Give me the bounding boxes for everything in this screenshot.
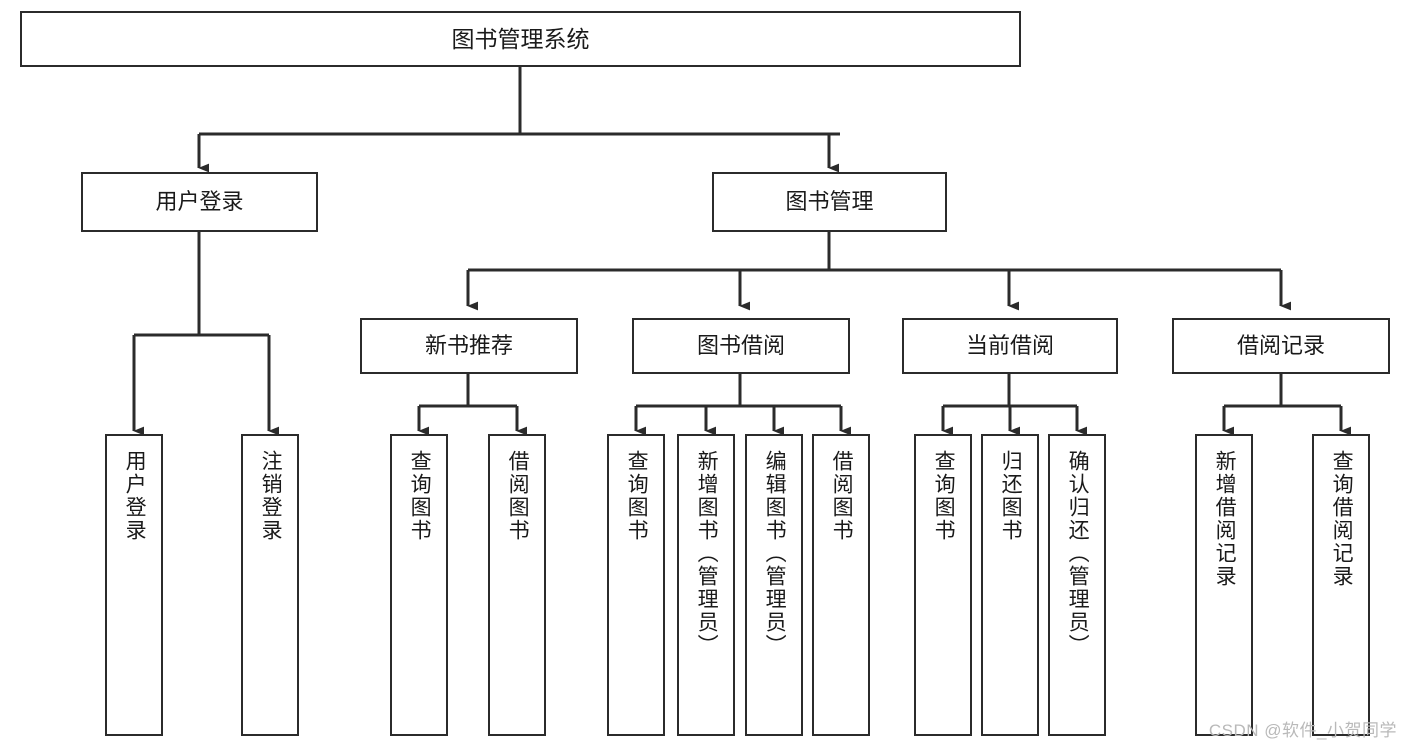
node-label: 新增图书（管理员） [695,450,719,657]
node-current-borrowing[interactable]: 当前借阅 [902,318,1118,374]
node-label: 查询图书 [932,450,956,542]
node-book-management[interactable]: 图书管理 [712,172,947,232]
node-borrowing-record[interactable]: 借阅记录 [1172,318,1390,374]
node-label: 查询图书 [625,450,649,542]
node-label: 借阅图书 [506,450,530,542]
leaf-current-borrow-return-book[interactable]: 归还图书 [981,434,1039,736]
node-label: 新增借阅记录 [1213,450,1237,588]
leaf-user-login-login[interactable]: 用户登录 [105,434,163,736]
leaf-book-borrow-add-book-admin[interactable]: 新增图书（管理员） [677,434,735,736]
node-label: 编辑图书（管理员） [763,450,787,657]
node-label: 归还图书 [999,450,1023,542]
node-label: 借阅记录 [1236,333,1325,359]
leaf-new-book-borrow-book[interactable]: 借阅图书 [488,434,546,736]
node-label: 图书借阅 [696,333,785,359]
node-label: 借阅图书 [830,450,854,542]
node-label: 注销登录 [259,450,283,542]
leaf-book-borrow-edit-book-admin[interactable]: 编辑图书（管理员） [745,434,803,736]
leaf-book-borrow-borrow-book[interactable]: 借阅图书 [812,434,870,736]
leaf-borrow-record-query-record[interactable]: 查询借阅记录 [1312,434,1370,736]
leaf-book-borrow-query-book[interactable]: 查询图书 [607,434,665,736]
node-new-book-recommendation[interactable]: 新书推荐 [360,318,578,374]
node-root-book-management-system[interactable]: 图书管理系统 [20,11,1021,67]
node-label: 新书推荐 [424,333,513,359]
csdn-watermark: CSDN @软件_小贺同学 [1208,721,1397,740]
node-user-login[interactable]: 用户登录 [81,172,318,232]
node-label: 确认归还（管理员） [1066,450,1090,657]
node-label: 查询图书 [408,450,432,542]
node-label: 图书管理 [785,189,874,215]
node-book-borrowing[interactable]: 图书借阅 [632,318,850,374]
leaf-user-login-logout[interactable]: 注销登录 [241,434,299,736]
node-label: 用户登录 [123,450,147,542]
leaf-current-borrow-confirm-return-admin[interactable]: 确认归还（管理员） [1048,434,1106,736]
node-label: 用户登录 [155,189,244,215]
leaf-new-book-query-book[interactable]: 查询图书 [390,434,448,736]
node-label: 图书管理系统 [451,25,590,52]
leaf-borrow-record-add-record[interactable]: 新增借阅记录 [1195,434,1253,736]
node-label: 查询借阅记录 [1330,450,1354,588]
leaf-current-borrow-query-book[interactable]: 查询图书 [914,434,972,736]
node-label: 当前借阅 [965,333,1054,359]
